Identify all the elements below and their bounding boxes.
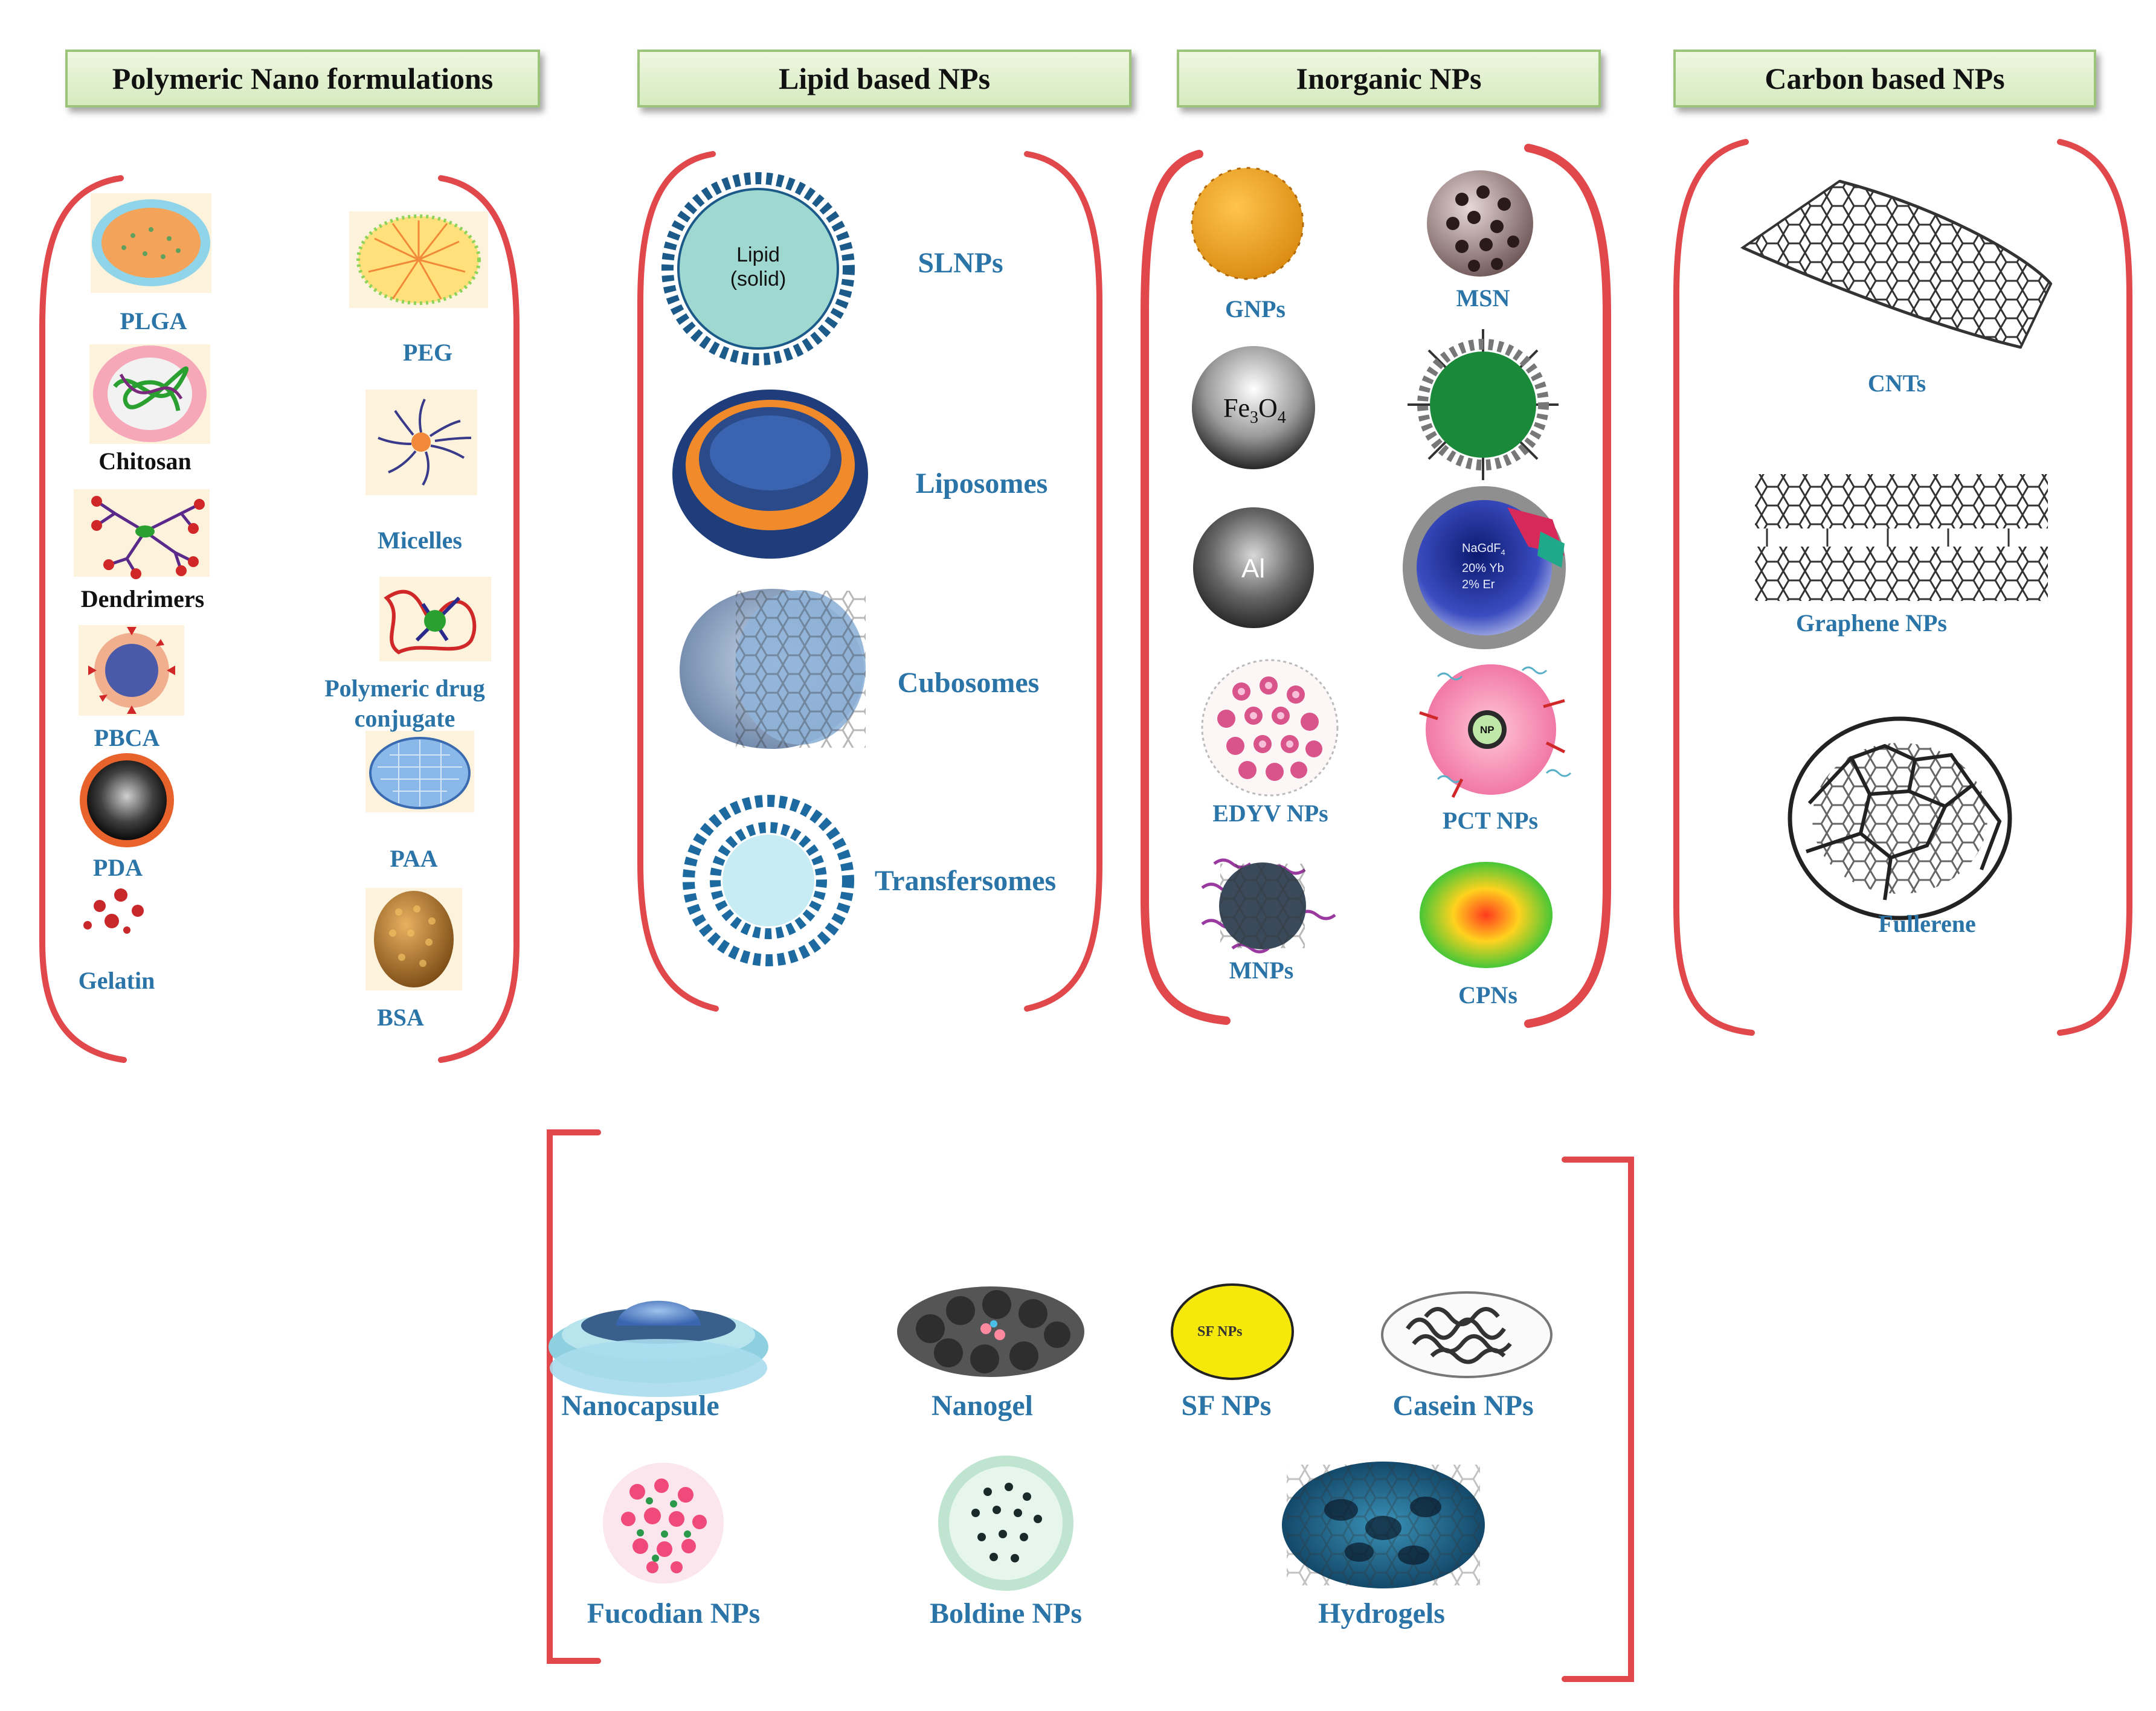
paa-icon xyxy=(365,731,474,812)
carbon-right-bracket xyxy=(2057,139,2132,1036)
label-peg: PEG xyxy=(402,339,453,366)
label-polymeric-drug-conjugate-line1: Polymeric drug xyxy=(324,675,485,702)
header-lipid: Lipid based NPs xyxy=(637,50,1131,108)
sf-nps-inner-text: SF NPs xyxy=(1197,1324,1243,1340)
label-cpns: CPNs xyxy=(1458,981,1517,1009)
lipid-left-bracket xyxy=(637,151,719,1012)
fe3o4-o: O xyxy=(1258,393,1278,423)
label-gnps: GNPs xyxy=(1225,295,1286,323)
plga-icon xyxy=(91,193,211,293)
micelles-icon xyxy=(365,390,477,495)
other-left-bracket xyxy=(547,1129,601,1664)
label-cubosomes: Cubosomes xyxy=(897,667,1040,699)
pbca-icon xyxy=(79,625,184,716)
nagdf-line2: 20% Yb xyxy=(1462,562,1504,575)
inorganic-right-bracket xyxy=(1524,144,1611,1028)
dendrimers-icon xyxy=(74,489,210,579)
label-casein: Casein NPs xyxy=(1392,1390,1534,1422)
chitosan-icon xyxy=(89,344,210,444)
label-fucodian: Fucodian NPs xyxy=(587,1597,761,1629)
label-hydrogels: Hydrogels xyxy=(1318,1597,1445,1629)
fucodian-nps-icon xyxy=(603,1463,724,1584)
boldine-nps-icon xyxy=(938,1456,1073,1591)
pda-icon xyxy=(80,753,174,847)
label-pbca: PBCA xyxy=(94,724,160,751)
label-pda: PDA xyxy=(92,854,143,881)
gelatin-icon xyxy=(83,888,144,934)
label-cnts: CNTs xyxy=(1867,370,1926,397)
label-msn: MSN xyxy=(1456,284,1510,312)
label-slnps: SLNPs xyxy=(918,247,1003,279)
other-right-bracket xyxy=(1562,1157,1634,1682)
label-boldine: Boldine NPs xyxy=(929,1597,1083,1629)
mnps-icon xyxy=(1201,858,1336,954)
fe3o4-icon xyxy=(1192,346,1315,469)
nagdf-line1: NaGdF4 xyxy=(1462,542,1505,557)
casein-nps-icon xyxy=(1381,1291,1553,1378)
nanocapsule-icon xyxy=(549,1300,768,1397)
label-nanocapsule: Nanocapsule xyxy=(561,1390,719,1422)
nagdf-line3: 2% Er xyxy=(1462,578,1495,591)
edyv-icon xyxy=(1201,659,1339,797)
label-bsa: BSA xyxy=(377,1004,424,1031)
nagdf-text: NaGdF4 20% Yb 2% Er xyxy=(1462,541,1505,593)
label-fullerene: Fullerene xyxy=(1878,910,1976,937)
graphene-icon xyxy=(1755,474,2048,601)
polymeric-right-bracket xyxy=(438,175,520,1063)
label-paa: PAA xyxy=(390,845,438,872)
label-edyv: EDYV NPs xyxy=(1212,800,1328,827)
label-dendrimers: Dendrimers xyxy=(80,585,205,612)
label-polymeric-drug-conjugate-line2: conjugate xyxy=(354,705,455,732)
fullerene-icon xyxy=(1788,716,2012,920)
coated-np-icon xyxy=(1408,329,1559,480)
peg-icon xyxy=(349,211,488,308)
carbon-left-bracket xyxy=(1673,139,1755,1036)
hydrogels-icon xyxy=(1282,1462,1485,1588)
label-plga: PLGA xyxy=(120,307,187,335)
header-carbon: Carbon based NPs xyxy=(1673,50,2096,108)
fe3o4-sub-3: 3 xyxy=(1250,408,1258,427)
header-polymeric: Polymeric Nano formulations xyxy=(65,50,540,108)
pct-core-label: NP xyxy=(1480,724,1495,736)
fe3o4-fe: Fe xyxy=(1223,393,1250,423)
label-transfersomes: Transfersomes xyxy=(874,865,1057,897)
label-graphene: Graphene NPs xyxy=(1796,609,1947,637)
label-mnps: MNPs xyxy=(1229,957,1294,984)
transfersomes-icon xyxy=(683,795,854,966)
label-micelles: Micelles xyxy=(378,527,462,554)
sf-nps-icon xyxy=(1171,1283,1294,1380)
pct-icon xyxy=(1419,664,1572,798)
label-chitosan: Chitosan xyxy=(98,448,191,475)
nagdf-icon xyxy=(1403,486,1566,649)
fe3o4-sub-4: 4 xyxy=(1277,408,1286,427)
group-brackets xyxy=(39,139,2132,1682)
gnps-icon xyxy=(1191,167,1304,280)
slnps-core-label-line1: Lipid xyxy=(736,243,780,266)
polymeric-drug-conjugate-icon xyxy=(379,577,491,661)
polymeric-left-bracket xyxy=(39,175,127,1063)
inorganic-left-bracket xyxy=(1141,150,1231,1025)
slnps-core-label-line2: (solid) xyxy=(730,268,787,291)
header-inorganic: Inorganic NPs xyxy=(1177,50,1601,108)
fe3o4-formula: Fe3O4 xyxy=(1223,393,1286,428)
label-sf-nps: SF NPs xyxy=(1181,1390,1272,1422)
al-icon xyxy=(1193,507,1314,628)
bsa-icon xyxy=(365,888,462,990)
cnts-icon xyxy=(1740,179,2053,349)
slnps-icon xyxy=(661,172,855,365)
cpns-icon xyxy=(1420,862,1553,968)
label-nanogel: Nanogel xyxy=(932,1390,1033,1422)
msn-icon xyxy=(1427,170,1533,277)
nanogel-icon xyxy=(897,1286,1084,1377)
liposomes-icon xyxy=(672,390,868,559)
label-gelatin: Gelatin xyxy=(78,967,155,994)
lipid-right-bracket xyxy=(1024,151,1102,1012)
label-liposomes: Liposomes xyxy=(915,467,1048,499)
al-core-label: Al xyxy=(1241,554,1266,583)
label-pct: PCT NPs xyxy=(1442,807,1539,834)
cubosomes-icon xyxy=(680,589,866,749)
